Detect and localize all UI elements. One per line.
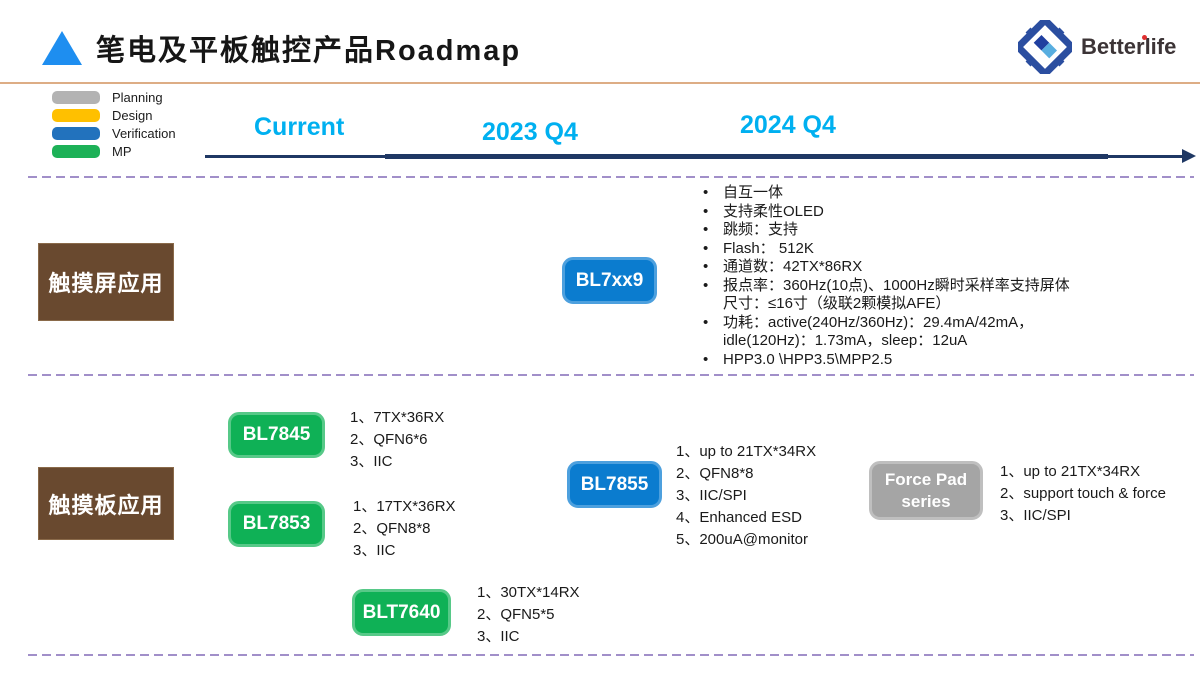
list-item: •自互一体: [703, 184, 784, 201]
legend-item-mp: MP: [52, 142, 176, 160]
force-pad-spec-list: 1、up to 21TX*34RX 2、support touch & forc…: [1000, 461, 1166, 527]
timeline-label-2023q4: 2023 Q4: [482, 118, 578, 146]
row-label-touchscreen: 触摸屏应用: [38, 243, 174, 321]
brand-logo: Betterlife: [1018, 20, 1176, 74]
list-item: •报点率：360Hz(10点)、1000Hz瞬时采样率支持屏体 尺寸：≤16寸（…: [703, 276, 1070, 313]
spec-line: 5、200uA@monitor: [676, 531, 808, 548]
spec-line: 1、up to 21TX*34RX: [1000, 463, 1141, 480]
bl7xx9-feature-list: •自互一体 •支持柔性OLED •跳频：支持 •Flash： 512K •通道数…: [703, 184, 1101, 369]
brand-red-dot-icon: [1142, 35, 1148, 40]
page-title: 笔电及平板触控产品Roadmap: [96, 35, 522, 67]
spec-line: 1、7TX*36RX: [350, 409, 445, 426]
spec-line: 2、QFN8*8: [353, 520, 431, 537]
triangle-bullet-icon: [42, 31, 82, 65]
chip-blt7640: BLT7640: [352, 589, 451, 636]
timeline-label-2024q4: 2024 Q4: [740, 111, 836, 139]
bl7853-spec-list: 1、17TX*36RX 2、QFN8*8 3、IIC: [353, 496, 456, 562]
spec-line: 3、IIC/SPI: [676, 487, 747, 504]
list-item: •支持柔性OLED: [703, 202, 824, 220]
spec-line: 3、IIC: [477, 628, 520, 645]
legend: Planning Design Verification MP: [52, 88, 176, 160]
timeline-label-current: Current: [254, 113, 345, 141]
spec-line: 3、IIC: [353, 542, 396, 559]
chip-bl7853: BL7853: [228, 501, 325, 547]
bl7855-spec-list: 1、up to 21TX*34RX 2、QFN8*8 3、IIC/SPI 4、E…: [676, 441, 816, 551]
separator-middle: [28, 374, 1194, 376]
timeline-axis-end: [1106, 155, 1186, 158]
brand-name: Betterlife: [1081, 34, 1177, 59]
verification-swatch-icon: [52, 126, 100, 140]
spec-line: 4、Enhanced ESD: [676, 509, 802, 526]
list-item: •Flash： 512K: [703, 239, 814, 257]
legend-item-verification: Verification: [52, 124, 176, 142]
chip-force-pad-series: Force Pad series: [869, 461, 983, 520]
legend-item-planning: Planning: [52, 88, 176, 106]
design-swatch-icon: [52, 108, 100, 122]
chip-bl7845: BL7845: [228, 412, 325, 458]
spec-line: 2、QFN6*6: [350, 431, 428, 448]
separator-bottom: [28, 654, 1194, 656]
planning-swatch-icon: [52, 90, 100, 104]
spec-line: 3、IIC: [350, 453, 393, 470]
spec-line: 2、QFN8*8: [676, 465, 754, 482]
bl7845-spec-list: 1、7TX*36RX 2、QFN6*6 3、IIC: [350, 407, 444, 473]
timeline-axis-thick: [385, 154, 1108, 159]
list-item: •通道数：42TX*86RX: [703, 258, 863, 275]
spec-line: 3、IIC/SPI: [1000, 507, 1071, 524]
spec-line: 1、up to 21TX*34RX: [676, 443, 817, 460]
spec-line: 2、support touch & force: [1000, 485, 1166, 502]
list-item: •跳频：支持: [703, 221, 799, 238]
chip-bl7xx9: BL7xx9: [562, 257, 657, 304]
legend-item-design: Design: [52, 106, 176, 124]
list-item: •HPP3.0 \HPP3.5\MPP2.5: [703, 350, 893, 368]
spec-line: 2、QFN5*5: [477, 606, 555, 623]
separator-top: [28, 176, 1194, 178]
spec-line: 1、17TX*36RX: [353, 498, 456, 515]
betterlife-diamond-icon: [1018, 20, 1072, 74]
list-item: •功耗：active(240Hz/360Hz)：29.4mA/42mA， idl…: [703, 313, 1034, 350]
mp-swatch-icon: [52, 144, 100, 158]
blt7640-spec-list: 1、30TX*14RX 2、QFN5*5 3、IIC: [477, 582, 580, 648]
header-divider: [0, 82, 1200, 84]
chip-bl7855: BL7855: [567, 461, 662, 508]
timeline-axis: [205, 155, 387, 158]
spec-line: 1、30TX*14RX: [477, 584, 580, 601]
row-label-touchpad: 触摸板应用: [38, 467, 174, 540]
timeline-arrowhead-icon: [1182, 149, 1196, 163]
